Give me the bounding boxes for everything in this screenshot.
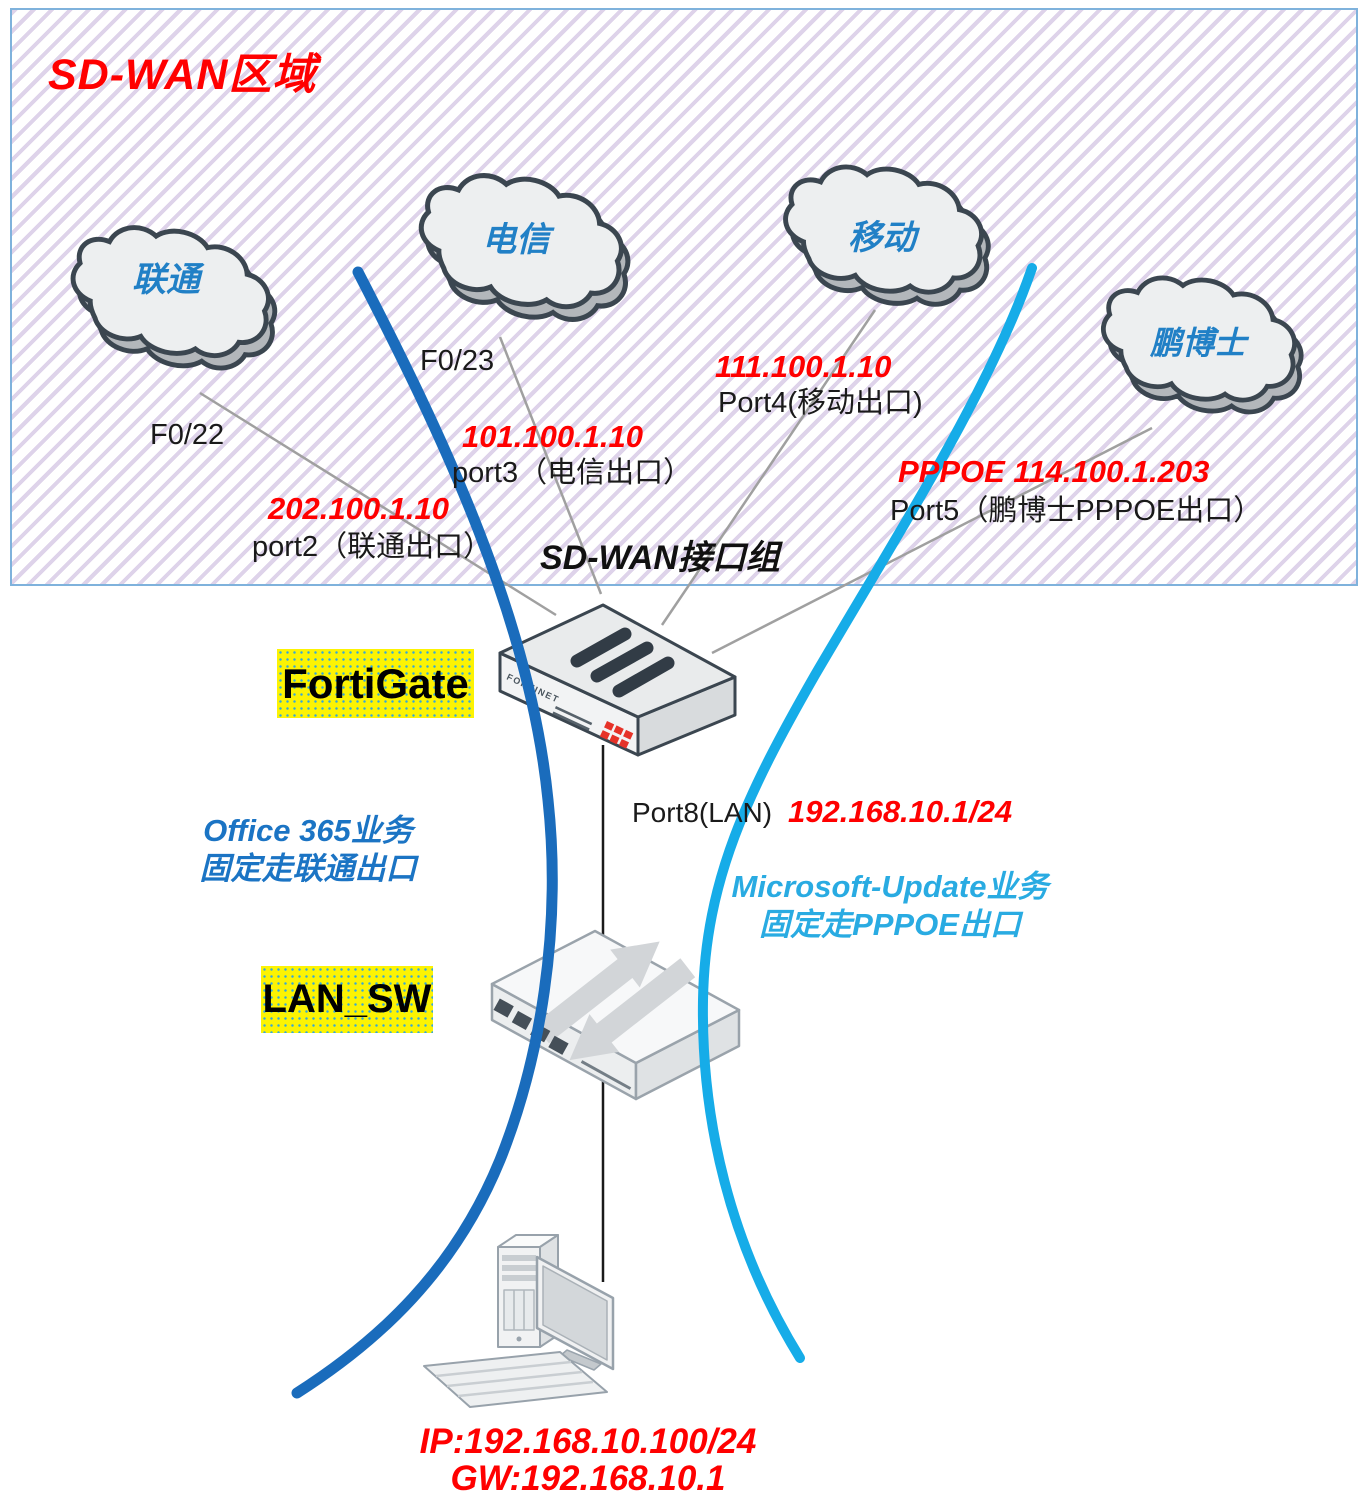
port4-label: Port4(移动出口) bbox=[718, 387, 923, 419]
cloud-mobile-label: 移动 bbox=[848, 218, 916, 258]
uplink-lines bbox=[199, 309, 1153, 655]
port8-label: Port8(LAN) bbox=[632, 797, 773, 828]
office365-policy-text: Office 365业务 固定走联通出口 bbox=[188, 812, 428, 888]
cloud-drpeng-label: 鹏博士 bbox=[1150, 324, 1247, 362]
link-drpeng bbox=[711, 426, 1153, 655]
msupdate-policy-line1: Microsoft-Update业务 bbox=[731, 869, 1049, 904]
msupdate-policy-line2: 固定走PPPOE出口 bbox=[759, 906, 1021, 942]
if-f023-label: F0/23 bbox=[420, 345, 495, 377]
cloud-unicom-label: 联通 bbox=[132, 260, 200, 300]
cloud-telecom-label: 电信 bbox=[482, 220, 550, 260]
msupdate-policy-curve bbox=[697, 263, 1037, 1363]
pc-ip: IP:192.168.10.100/24 bbox=[419, 1422, 757, 1461]
port2-ip: 202.100.1.10 bbox=[268, 491, 450, 526]
pc-gw: GW:192.168.10.1 bbox=[450, 1458, 726, 1498]
port5-label: Port5（鹏博士PPPOE出口） bbox=[890, 495, 1263, 527]
sdwan-group-label: SD-WAN接口组 bbox=[540, 539, 780, 577]
lan-sw-label: LAN_SW bbox=[261, 966, 433, 1033]
pc-address-text: IP:192.168.10.100/24 GW:192.168.10.1 bbox=[368, 1422, 808, 1498]
office365-policy-curve bbox=[291, 266, 558, 1399]
switch-arrows-icon bbox=[534, 941, 696, 1061]
lan-switch-device bbox=[490, 929, 741, 1101]
port3-label: port3（电信出口） bbox=[452, 457, 693, 489]
port3-ip: 101.100.1.10 bbox=[462, 419, 644, 454]
office365-policy-line1: Office 365业务 bbox=[203, 813, 413, 848]
port2-label: port2（联通出口） bbox=[252, 531, 493, 563]
pc-device bbox=[423, 1234, 615, 1408]
fortinet-logo bbox=[599, 721, 634, 749]
link-telecom bbox=[498, 336, 603, 595]
if-f022-label: F0/22 bbox=[150, 419, 225, 451]
link-mobile bbox=[660, 309, 877, 626]
port4-ip: 111.100.1.10 bbox=[715, 349, 892, 384]
port5-ip: PPPOE 114.100.1.203 bbox=[898, 454, 1210, 489]
port8-ip: 192.168.10.1/24 bbox=[788, 794, 1013, 829]
zone-title: SD-WAN区域 bbox=[48, 51, 317, 99]
msupdate-policy-text: Microsoft-Update业务 固定走PPPOE出口 bbox=[715, 868, 1065, 944]
fortigate-label: FortiGate bbox=[277, 649, 474, 718]
office365-policy-line2: 固定走联通出口 bbox=[199, 850, 417, 886]
